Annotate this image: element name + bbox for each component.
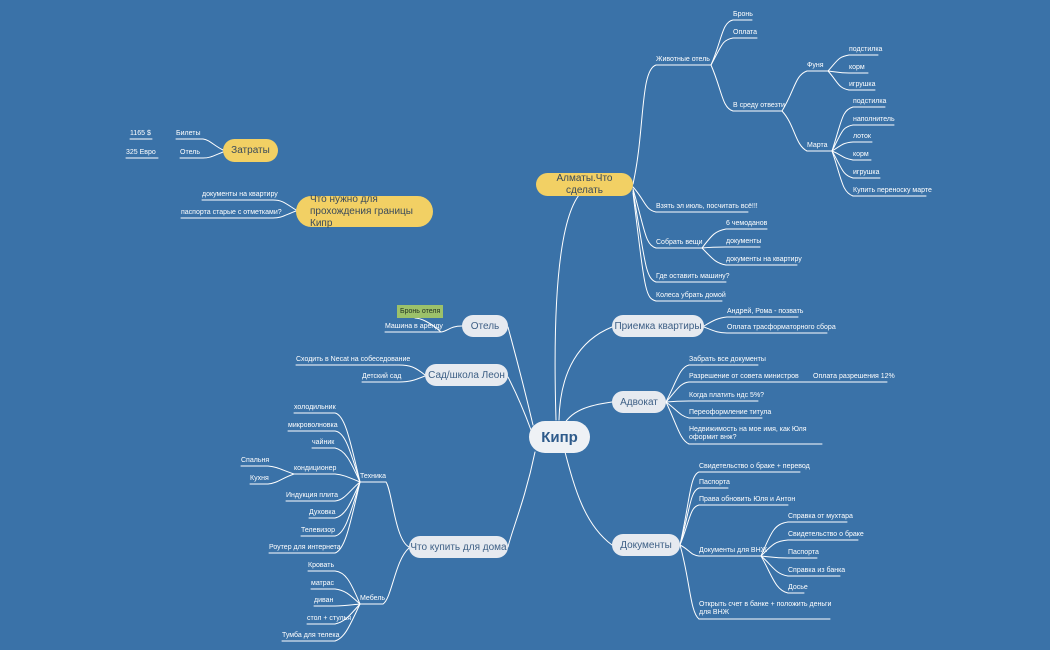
leaf-transformer-fee[interactable]: Оплата трасформаторного сбора <box>727 324 836 331</box>
central-topic[interactable]: Кипр <box>529 421 590 453</box>
leaf-vnzh-passports[interactable]: Паспорта <box>788 549 819 556</box>
leaf-sofa[interactable]: диван <box>314 597 334 604</box>
leaf-tech[interactable]: Техника <box>360 473 387 480</box>
leaf-kettle[interactable]: чайник <box>312 439 335 446</box>
leaf-collect-docs[interactable]: Забрать все документы <box>689 356 766 363</box>
leaf-table-chairs[interactable]: стол + стулья <box>307 615 352 622</box>
leaf-wednesday[interactable]: В среду отвезти <box>733 102 785 109</box>
leaf-call-andrey-roma[interactable]: Андрей, Рома - позвать <box>727 308 804 315</box>
leaf-mattress[interactable]: матрас <box>311 580 335 587</box>
leaf-pack-apartment-docs[interactable]: документы на квартиру <box>726 256 802 263</box>
leaf-council-permit[interactable]: Разрешение от совета министров <box>689 373 799 380</box>
leaf-pets-payment[interactable]: Оплата <box>733 29 758 36</box>
leaf-marta[interactable]: Марта <box>807 142 828 149</box>
leaf-induction[interactable]: Индукция плита <box>286 492 339 499</box>
branch-almaty[interactable]: Алматы.Что сделать <box>536 173 633 196</box>
leaf-marriage-translation[interactable]: Свидетельство о браке + перевод <box>699 463 810 470</box>
leaf-mukhtar[interactable]: Справка от мухтара <box>788 513 853 520</box>
leaf-border-apartment-docs[interactable]: документы на квартиру <box>202 191 278 198</box>
leaf-oven[interactable]: Духовка <box>309 509 336 516</box>
leaf-furniture[interactable]: Мебель <box>360 595 386 602</box>
leaf-dossier[interactable]: Досье <box>788 584 808 591</box>
branch-border[interactable]: Что нужно для прохождения границы Кипр <box>296 194 433 229</box>
branch-school[interactable]: Сад/школа Леон <box>425 364 508 386</box>
leaf-vat[interactable]: Когда платить ндс 5%? <box>689 392 765 399</box>
leaf-funya-toy[interactable]: игрушка <box>849 81 876 88</box>
leaf-pack-documents[interactable]: документы <box>726 238 762 245</box>
leaf-ac[interactable]: кондиционер <box>294 465 337 472</box>
leaf-fridge[interactable]: холодильник <box>294 404 336 411</box>
leaf-funya-bedding[interactable]: подстилка <box>849 46 883 53</box>
leaf-property-vnzh[interactable]: Недвижимость на мое имя, как Юля оформит… <box>689 426 807 441</box>
leaf-bed[interactable]: Кровать <box>308 562 335 569</box>
leaf-marta-toy[interactable]: игрушка <box>853 169 880 176</box>
branch-lawyer[interactable]: Адвокат <box>612 391 666 413</box>
leaf-marriage-cert[interactable]: Свидетельство о браке <box>788 531 864 538</box>
leaf-tickets-value[interactable]: 1165 $ <box>130 130 151 137</box>
leaf-bank-statement[interactable]: Справка из банка <box>788 567 846 574</box>
leaf-marta-carrier[interactable]: Купить переноску марте <box>853 187 932 194</box>
leaf-pets-booking[interactable]: Бронь <box>733 11 753 18</box>
leaf-passports[interactable]: Паспорта <box>699 479 730 486</box>
leaf-hotel-cost-value[interactable]: 325 Евро <box>126 149 156 156</box>
leaf-router[interactable]: Роутер для интернета <box>269 544 341 551</box>
leaf-title-transfer[interactable]: Переоформление титула <box>689 409 772 416</box>
leaf-tv[interactable]: Телевизор <box>301 527 336 534</box>
leaf-funya-food[interactable]: корм <box>849 64 865 71</box>
leaf-pets-hotel[interactable]: Животные отель <box>656 56 710 63</box>
leaf-ac-kitchen[interactable]: Кухня <box>250 475 269 482</box>
leaf-tv-stand[interactable]: Тумба для телека <box>282 632 340 639</box>
leaf-pack[interactable]: Собрать вещи <box>656 239 703 246</box>
leaf-vnzh-docs[interactable]: Документы для ВНЖ <box>699 547 768 554</box>
leaf-wheels[interactable]: Колеса убрать домой <box>656 292 726 299</box>
leaf-funya[interactable]: Фуня <box>807 62 824 69</box>
leaf-border-old-passports[interactable]: паспорта старые с отметками? <box>181 209 282 216</box>
leaf-july[interactable]: Взять эл июль, посчитать всё!!! <box>656 203 758 210</box>
branch-apartment[interactable]: Приемка квартиры <box>612 315 704 337</box>
branch-hotel[interactable]: Отель <box>462 315 508 337</box>
leaf-ac-bedroom[interactable]: Спальня <box>241 457 270 464</box>
leaf-car[interactable]: Где оставить машину? <box>656 273 730 280</box>
branch-documents[interactable]: Документы <box>612 534 680 556</box>
leaf-marta-bedding[interactable]: подстилка <box>853 98 887 105</box>
leaf-permit-fee[interactable]: Оплата разрешения 12% <box>813 373 895 380</box>
leaf-tickets[interactable]: Билеты <box>176 130 201 137</box>
leaf-necat[interactable]: Сходить в Necat на собеседование <box>296 356 411 363</box>
tag-hotel-booked[interactable]: Бронь отеля <box>397 305 444 318</box>
leaf-microwave[interactable]: микроволновка <box>288 422 338 429</box>
leaf-marta-food[interactable]: корм <box>853 151 869 158</box>
leaf-marta-filler[interactable]: наполнитель <box>853 116 895 123</box>
leaf-licenses[interactable]: Права обновить Юля и Антон <box>699 496 796 503</box>
branch-costs[interactable]: Затраты <box>223 139 278 162</box>
leaf-kindergarten[interactable]: Детский сад <box>362 373 402 380</box>
branch-buy[interactable]: Что купить для дома <box>409 536 508 558</box>
leaf-hotel-cost[interactable]: Отель <box>180 149 200 156</box>
leaf-pack-suitcases[interactable]: 6 чемоданов <box>726 220 768 227</box>
leaf-bank-account[interactable]: Открыть счет в банке + положить деньги д… <box>699 601 832 616</box>
leaf-marta-tray[interactable]: лоток <box>853 133 871 140</box>
leaf-car-rental[interactable]: Машина в аренду <box>385 323 443 330</box>
